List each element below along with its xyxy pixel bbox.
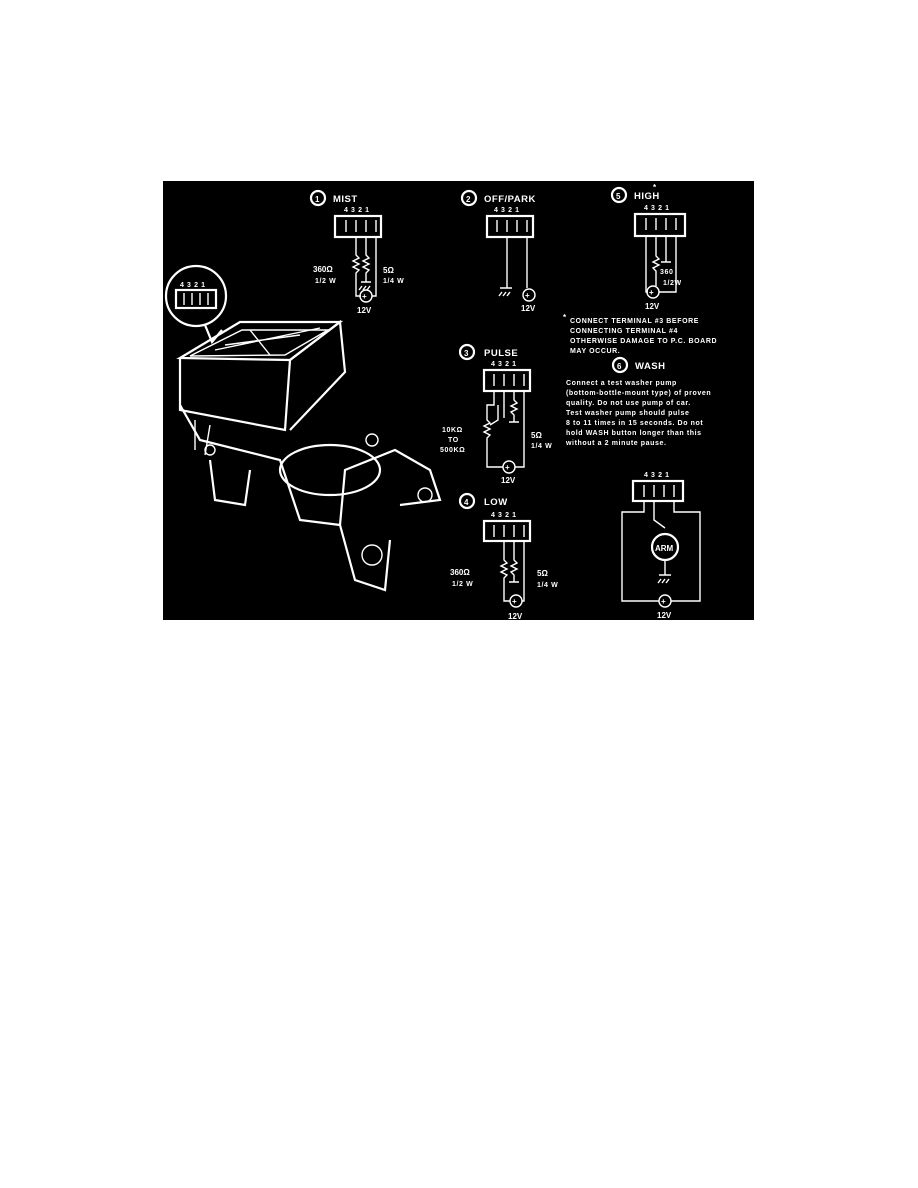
resistor-label: 360Ω — [450, 568, 470, 577]
asterisk-mark: * — [653, 183, 657, 192]
mode-number-badge — [458, 343, 476, 361]
connector — [333, 214, 383, 239]
supply-label: 12V — [657, 611, 672, 620]
mode-label: LOW — [484, 497, 508, 508]
connector-inset-circle — [164, 264, 228, 328]
mode-wash: 6 WASH Connect a test washer pump (botto… — [565, 356, 711, 620]
caution-note: * CONNECT TERMINAL #3 BEFORE CONNECTING … — [563, 313, 717, 355]
mode-number: 3 — [464, 349, 469, 358]
instruction-line: 8 to 11 times in 15 seconds. Do not — [566, 420, 703, 427]
mode-number: 5 — [616, 192, 621, 201]
mode-number-badge — [610, 186, 628, 204]
terminal-numbers: 4 3 2 1 — [644, 472, 670, 479]
instruction-line: (bottom-bottle-mount type) of proven — [566, 390, 711, 397]
mode-number-badge — [611, 356, 629, 374]
resistor-label: 360Ω — [313, 265, 333, 274]
connector — [633, 212, 687, 238]
resistor-label: 360 — [660, 269, 673, 276]
terminal-numbers: 4 3 2 1 — [491, 361, 517, 368]
resistor-label: 500KΩ — [440, 447, 465, 454]
plus-terminal: + — [362, 292, 367, 301]
mode-number: 1 — [315, 195, 320, 204]
supply-label: 12V — [645, 302, 660, 311]
mode-label: HIGH — [634, 191, 660, 202]
connector — [482, 368, 532, 393]
resistor-watt: 1/4 W — [531, 443, 552, 450]
connector — [485, 214, 535, 239]
supply-label: 12V — [521, 304, 536, 313]
motor-label: ARM — [655, 544, 674, 553]
instruction-line: hold WASH button longer than this — [566, 430, 702, 437]
supply-label: 12V — [501, 476, 516, 485]
instruction-line: without a 2 minute pause. — [565, 440, 667, 447]
mode-number-badge — [460, 189, 478, 207]
plus-terminal: + — [505, 463, 510, 472]
inset-connector — [174, 288, 218, 310]
note-line: OTHERWISE DAMAGE TO P.C. BOARD — [570, 338, 717, 345]
resistor-watt: 1/2W — [663, 280, 682, 287]
asterisk-mark: * — [563, 313, 567, 322]
instruction-line: Connect a test washer pump — [566, 380, 677, 387]
resistor-label: 5Ω — [537, 569, 548, 578]
resistor-watt: 1/4 W — [537, 582, 558, 589]
mode-off-park: 2 OFF/PARK 4 3 2 1 + 12V — [460, 189, 536, 313]
mode-label: OFF/PARK — [484, 194, 536, 205]
note-line: CONNECT TERMINAL #3 BEFORE — [570, 318, 699, 325]
armature-motor — [650, 532, 680, 562]
mode-pulse: 3 PULSE 4 3 2 1 + 12V 10KΩ TO 500KΩ 5Ω 1… — [440, 343, 552, 485]
note-line: MAY OCCUR. — [570, 348, 620, 355]
plus-terminal: + — [512, 597, 517, 606]
supply-label: 12V — [508, 612, 523, 621]
mode-number-badge — [458, 492, 476, 510]
plus-terminal: + — [661, 597, 666, 606]
mode-label: PULSE — [484, 348, 518, 359]
mode-high: 5 HIGH * 4 3 2 1 + 12V 360 1/2W — [610, 183, 687, 311]
resistor-label: 5Ω — [531, 431, 542, 440]
mode-low: 4 LOW 4 3 2 1 + 12V 360Ω 1/2 W 5Ω 1/4 W — [450, 492, 558, 621]
terminal-numbers: 4 3 2 1 — [491, 512, 517, 519]
plus-terminal: + — [649, 288, 654, 297]
terminal-numbers: 4 3 2 1 — [494, 207, 520, 214]
mode-label: MIST — [333, 194, 358, 205]
mode-number: 4 — [464, 498, 469, 507]
resistor-watt: 1/4 W — [383, 278, 404, 285]
resistor-watt: 1/2 W — [315, 278, 336, 285]
mode-mist: 1 MIST 4 3 2 1 + 12V 360Ω 1/2 W 5Ω 1/4 W — [309, 189, 404, 315]
resistor-watt: 1/2 W — [452, 581, 473, 588]
mode-number: 2 — [466, 195, 471, 204]
resistor-label: 10KΩ — [442, 427, 463, 434]
connector — [631, 479, 685, 503]
inset-terminal-numbers: 4 3 2 1 — [180, 282, 206, 289]
wiper-motor-illustration: 4 3 2 1 — [164, 264, 442, 592]
terminal-numbers: 4 3 2 1 — [644, 205, 670, 212]
supply-label: 12V — [357, 306, 372, 315]
plus-terminal: + — [525, 291, 530, 300]
mode-number: 6 — [617, 362, 622, 371]
instruction-line: quality. Do not use pump of car. — [566, 400, 691, 407]
connector — [482, 519, 532, 543]
terminal-numbers: 4 3 2 1 — [344, 207, 370, 214]
mode-number-badge — [309, 189, 327, 207]
resistor-label: TO — [448, 437, 459, 444]
mode-label: WASH — [635, 361, 666, 372]
note-line: CONNECTING TERMINAL #4 — [570, 328, 678, 335]
instruction-line: Test washer pump should pulse — [566, 410, 689, 417]
resistor-label: 5Ω — [383, 266, 394, 275]
